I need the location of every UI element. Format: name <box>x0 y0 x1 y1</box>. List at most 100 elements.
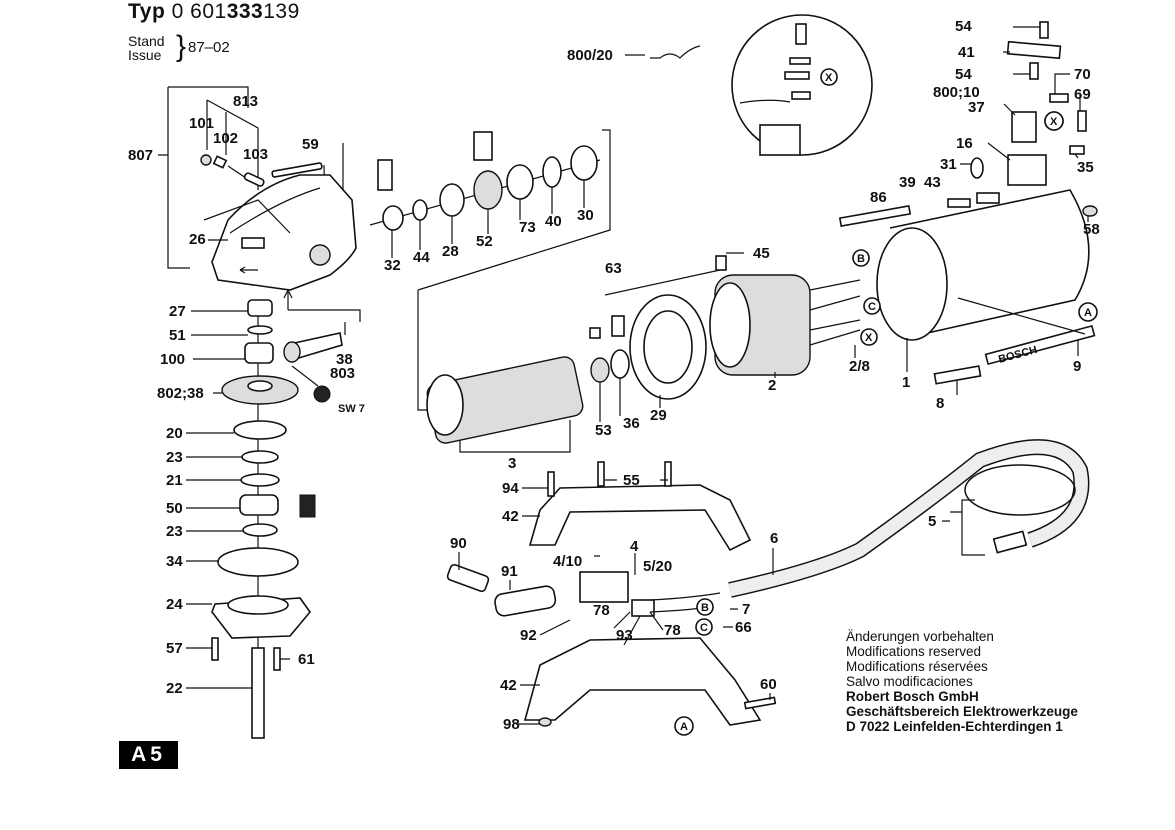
notes-block: Änderungen vorbehalten Modifications res… <box>846 629 1078 734</box>
callout-55: 55 <box>623 472 640 489</box>
part-61-screw[interactable] <box>273 647 281 671</box>
callout-92: 92 <box>520 627 537 644</box>
part-60-screw[interactable] <box>743 696 777 710</box>
part-34-gasket[interactable] <box>217 547 299 577</box>
seal-detail-icon <box>377 159 393 191</box>
part-36-sleeve[interactable] <box>610 349 630 379</box>
part-37-carbon-brush[interactable] <box>1011 111 1037 143</box>
armature-fan <box>426 374 464 436</box>
callout-39: 39 <box>899 174 916 191</box>
callout-42-upper: 42 <box>502 508 519 525</box>
part-91-clamp[interactable] <box>494 585 557 617</box>
part-103[interactable] <box>243 172 265 187</box>
inset-plate-2 <box>784 71 810 80</box>
part-70-clip[interactable] <box>1049 93 1069 103</box>
part-69-screw[interactable] <box>1077 110 1087 132</box>
callout-4-10: 4/10 <box>553 553 582 570</box>
part-40-spring[interactable] <box>542 156 562 188</box>
part-102[interactable] <box>212 155 228 169</box>
callout-26: 26 <box>189 231 206 248</box>
callout-91: 91 <box>501 563 518 580</box>
part-50-ball-bearing[interactable] <box>239 494 279 516</box>
company-name: Robert Bosch GmbH <box>846 689 979 704</box>
part-21-washer[interactable] <box>240 473 280 487</box>
company-address: D 7022 Leinfelden-Echterdingen 1 <box>846 719 1063 734</box>
part-101[interactable] <box>200 154 212 166</box>
power-plug[interactable] <box>992 530 1028 554</box>
cable-fill <box>728 440 1088 597</box>
part-43-label[interactable] <box>976 192 1000 204</box>
part-41-cover[interactable] <box>1006 40 1062 60</box>
callout-803: 803 <box>330 365 355 382</box>
part-23-washer[interactable] <box>241 450 279 464</box>
callout-22: 22 <box>166 680 183 697</box>
bearing-row-group <box>369 45 701 291</box>
callout-35: 35 <box>1077 159 1094 176</box>
part-27-bearing[interactable] <box>247 299 273 317</box>
callout-23b: 23 <box>166 523 183 540</box>
callout-60: 60 <box>760 676 777 693</box>
part-800-20-clip[interactable] <box>650 45 701 59</box>
part-9-nameplate[interactable] <box>984 324 1096 366</box>
callout-54-top: 54 <box>955 18 972 35</box>
part-54-screw-mid[interactable] <box>1029 62 1039 80</box>
part-54-screw-top[interactable] <box>1039 21 1049 39</box>
part-8-plate[interactable] <box>933 365 982 385</box>
part-31-spring[interactable] <box>970 157 984 179</box>
marker-b-switch <box>696 598 714 616</box>
callout-28: 28 <box>442 243 459 260</box>
part-57-screw[interactable] <box>211 637 219 661</box>
part-55-screw-1[interactable] <box>597 461 605 487</box>
callout-800-20: 800/20 <box>567 47 613 64</box>
callout-21: 21 <box>166 472 183 489</box>
part-16-brush-holder[interactable] <box>1007 154 1047 186</box>
part-100-sleeve[interactable] <box>244 342 274 364</box>
part-73-ring[interactable] <box>506 164 534 200</box>
callout-93: 93 <box>616 627 633 644</box>
marker-a-housing-label: A <box>1084 307 1092 319</box>
marker-c-switch <box>695 618 713 636</box>
part-94-screw[interactable] <box>547 471 555 497</box>
callout-30: 30 <box>577 207 594 224</box>
callout-50: 50 <box>166 500 183 517</box>
callout-44: 44 <box>413 249 430 266</box>
part-58-nut[interactable] <box>1082 205 1098 217</box>
part-98-nut[interactable] <box>538 717 552 727</box>
part-52-ball-bearing[interactable] <box>473 170 503 210</box>
part-45-clip[interactable] <box>715 255 727 271</box>
part-22-spindle[interactable] <box>251 647 265 739</box>
part-28-sleeve[interactable] <box>439 183 465 217</box>
part-39-label[interactable] <box>947 198 971 208</box>
part-53-bearing[interactable] <box>590 357 610 383</box>
part-86-strip[interactable] <box>838 205 912 227</box>
spindle-lock-button[interactable] <box>309 244 331 266</box>
part-26-gear-housing[interactable] <box>211 174 357 291</box>
part-4-switch[interactable] <box>579 571 629 603</box>
part-42-handle-lower[interactable] <box>523 637 762 726</box>
part-20-bearing-flange[interactable] <box>233 420 287 440</box>
part-44-washer[interactable] <box>412 199 428 221</box>
part-32-seal[interactable] <box>382 205 404 231</box>
part-35-plate[interactable] <box>1069 145 1085 155</box>
callout-43: 43 <box>924 174 941 191</box>
part-42-handle-upper[interactable] <box>528 484 752 552</box>
motor-group <box>417 255 861 453</box>
part-93-terminal[interactable] <box>631 599 655 617</box>
part-5-cable-coil[interactable] <box>964 464 1076 516</box>
detail-circle <box>731 14 873 156</box>
marker-x-brush <box>1044 111 1064 131</box>
callout-78-b: 78 <box>664 622 681 639</box>
part-90-screw[interactable] <box>446 563 490 593</box>
callout-102: 102 <box>213 130 238 147</box>
callout-42-lower: 42 <box>500 677 517 694</box>
inset-plate-3 <box>791 91 811 100</box>
gear-housing-group <box>167 86 357 310</box>
part-51-ring[interactable] <box>247 325 273 335</box>
page-badge: A5 <box>119 741 178 769</box>
part-55-screw-2[interactable] <box>664 461 672 487</box>
callout-58: 58 <box>1083 221 1100 238</box>
callout-101: 101 <box>189 115 214 132</box>
part-23b-washer[interactable] <box>242 523 278 537</box>
part-30-retaining-ring[interactable] <box>570 145 598 181</box>
part-59-screw[interactable] <box>271 162 323 178</box>
